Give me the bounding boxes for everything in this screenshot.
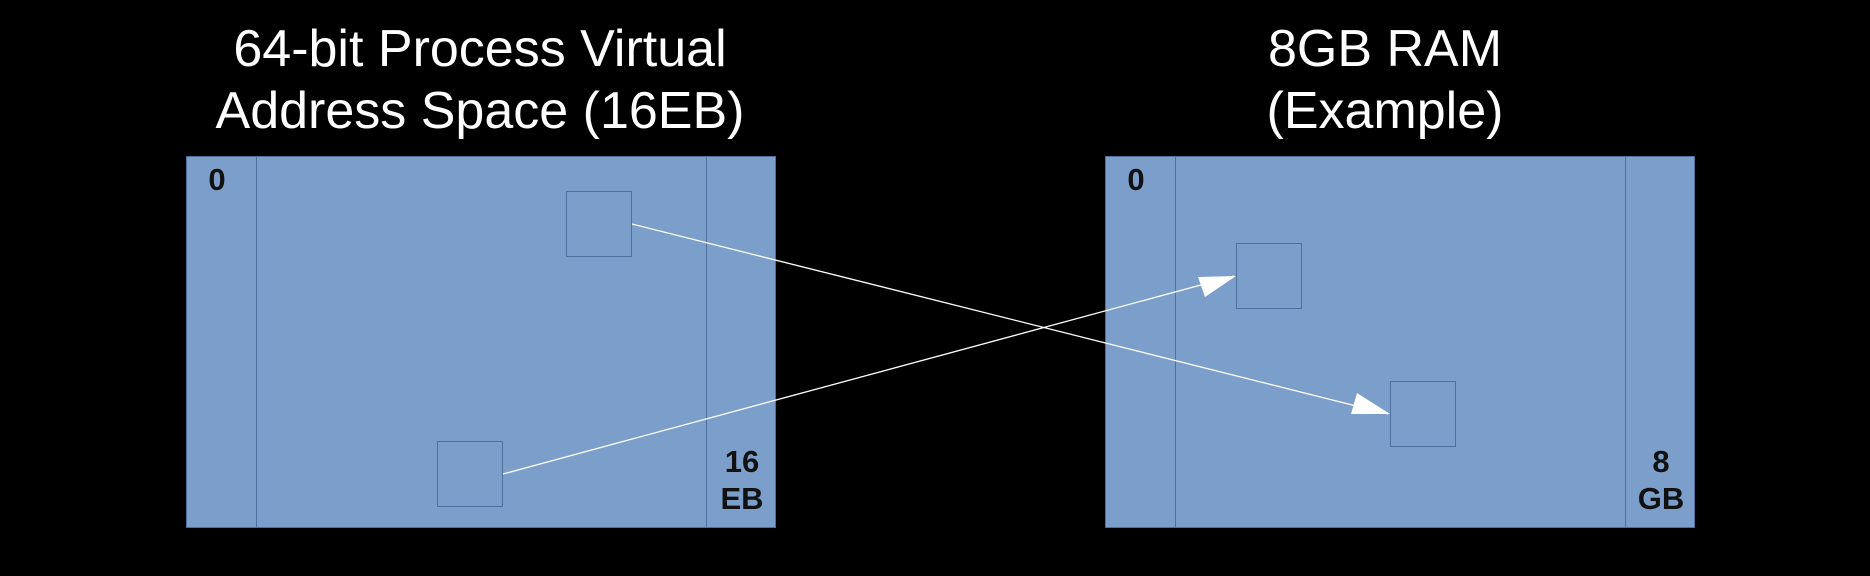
virtual-page-lower	[437, 441, 503, 507]
virtual-end-label-line2: EB	[720, 481, 764, 516]
ram-end-label-line1: 8	[1652, 444, 1670, 479]
virtual-start-label: 0	[208, 162, 226, 197]
ram-start-label: 0	[1127, 162, 1145, 197]
virtual-end-label-line1: 16	[724, 444, 760, 479]
virtual-end-label: 16 EB	[707, 443, 777, 517]
virtual-space-title-line1: 64-bit Process Virtual	[233, 20, 727, 78]
ram-start-divider	[1175, 157, 1176, 527]
virtual-space-title-line2: Address Space (16EB)	[215, 82, 745, 140]
virtual-space-title: 64-bit Process Virtual Address Space (16…	[150, 18, 810, 142]
physical-ram-box: 0 8 GB	[1105, 156, 1695, 528]
physical-ram-title-line2: (Example)	[1266, 82, 1504, 140]
physical-ram-title: 8GB RAM (Example)	[1085, 18, 1685, 142]
virtual-start-divider	[256, 157, 257, 527]
physical-ram-title-line1: 8GB RAM	[1267, 20, 1503, 78]
physical-page-upper	[1236, 243, 1302, 309]
ram-end-divider	[1625, 157, 1626, 527]
ram-end-label: 8 GB	[1626, 443, 1696, 517]
physical-page-lower	[1390, 381, 1456, 447]
ram-end-label-line2: GB	[1637, 481, 1685, 516]
virtual-page-upper	[566, 191, 632, 257]
